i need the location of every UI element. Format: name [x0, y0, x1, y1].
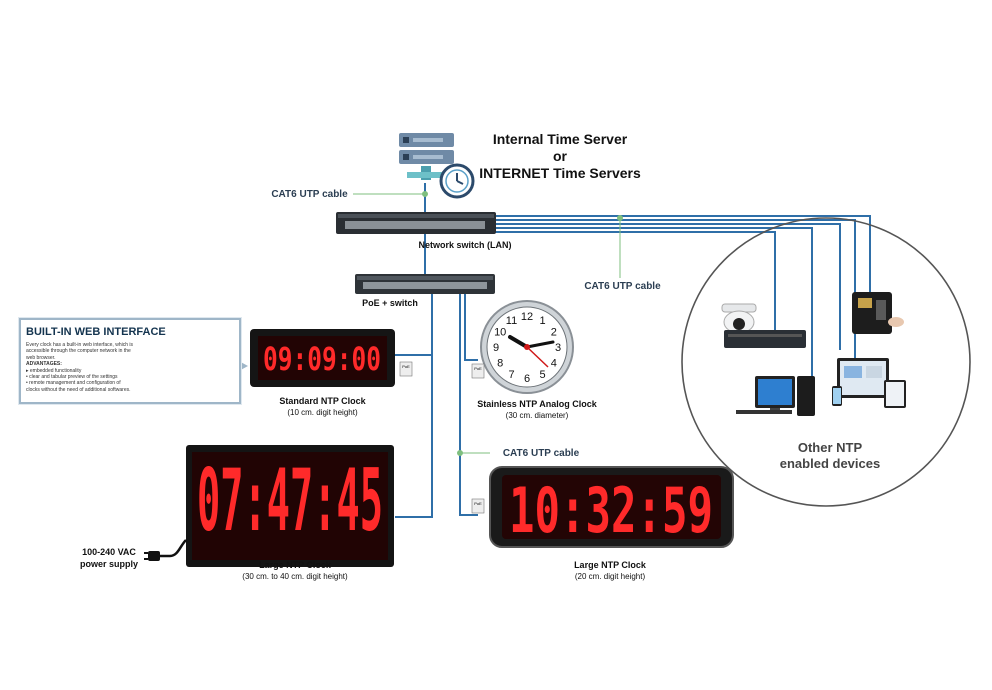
svg-text:PoE: PoE [402, 364, 410, 369]
analog-numeral-1: 1 [539, 315, 545, 327]
standard-clock-display: 09:09:00 [263, 340, 381, 378]
cables [395, 183, 871, 518]
web-interface-title: BUILT-IN WEB INTERFACE [26, 326, 166, 338]
poe-badge-standard: PoE [399, 361, 413, 377]
server-icon [399, 133, 454, 180]
callout-dot-bottom [457, 450, 463, 456]
analog-numeral-12: 12 [521, 311, 533, 323]
analog-numeral-10: 10 [494, 327, 506, 339]
analog-numeral-5: 5 [539, 369, 545, 381]
power-plug-icon [144, 539, 187, 561]
callout-dot-top [422, 191, 428, 197]
cable-switch-devices-5 [490, 231, 776, 330]
cctv-camera-icon [721, 303, 757, 334]
standard-clock-spec: (10 cm. digit height) [287, 408, 358, 417]
analog-numeral-6: 6 [524, 373, 530, 385]
web-interface-panel: BUILT-IN WEB INTERFACE Every clock has a… [19, 318, 241, 404]
power-supply-line2: power supply [79, 559, 138, 569]
svg-text:PoE: PoE [474, 366, 482, 371]
standard-clock-name: Standard NTP Clock [279, 396, 366, 406]
power-supply-line1: 100-240 VAC [82, 547, 136, 557]
server-title-line2: or [553, 148, 567, 164]
large-right-clock-name: Large NTP Clock [574, 560, 646, 570]
server-title-line1: Internal Time Server [492, 131, 628, 147]
analog-numeral-11: 11 [506, 315, 517, 327]
large-left-clock-name: Large NTP Clock [259, 560, 331, 570]
second-hand [526, 346, 549, 368]
network-switch-label: Network switch (LAN) [418, 240, 512, 250]
large-ntp-clock-left [186, 445, 394, 567]
analog-clock-spec: (30 cm. diameter) [505, 411, 569, 420]
svg-text:PoE: PoE [474, 501, 482, 506]
tablet-monitor-icons [832, 358, 906, 408]
access-control-icon [852, 292, 904, 334]
analog-clock-name: Stainless NTP Analog Clock [477, 399, 597, 409]
desktop-computer-icon [736, 376, 815, 416]
clock-icon [439, 163, 475, 199]
cat6-label-bottom: CAT6 UTP cable [502, 448, 580, 459]
other-devices-circle [681, 217, 971, 507]
cable-poe-analog [464, 292, 478, 361]
cable-switch-devices-3 [490, 223, 841, 350]
web-interface-description: Every clock has a built-in web interface… [26, 342, 133, 393]
callout-dot-right [617, 215, 623, 221]
cable-poe-large-left [395, 292, 433, 518]
server-title-line3: INTERNET Time Servers [479, 165, 641, 181]
poe-badge-analog: PoE [471, 363, 485, 379]
cable-poe-large-right [459, 292, 478, 516]
cat6-label-right: CAT6 UTP cable [584, 281, 661, 292]
minute-hand [525, 340, 555, 349]
analog-numeral-8: 8 [497, 358, 503, 370]
large-right-clock-spec: (20 cm. digit height) [574, 572, 646, 581]
poe-switch-label: PoE + switch [362, 298, 418, 308]
analog-numeral-4: 4 [551, 358, 557, 370]
analog-numeral-9: 9 [493, 342, 499, 354]
cable-switch-devices-1 [490, 215, 871, 300]
poe-switch-icon [355, 274, 495, 294]
network-switch-icon [336, 212, 496, 234]
cat6-label-top: CAT6 UTP cable [271, 189, 348, 200]
analog-numeral-7: 7 [508, 369, 514, 381]
hour-hand [508, 335, 529, 349]
standard-ntp-clock [250, 329, 395, 387]
large-ntp-clock-right [489, 466, 734, 548]
cable-switch-devices-4 [490, 227, 813, 385]
large-left-clock-display: 07:47:45 [197, 451, 383, 551]
large-left-clock-spec: (30 cm. to 40 cm. digit height) [242, 572, 348, 581]
poe-badge-large-right: PoE [471, 498, 485, 514]
devices-label-line1: Other NTP [797, 440, 863, 455]
nvr-recorder-icon [724, 330, 806, 348]
analog-numeral-3: 3 [555, 342, 561, 354]
analog-numeral-2: 2 [551, 327, 557, 339]
large-right-clock-display: 10:32:59 [509, 474, 713, 547]
devices-label-line2: enabled devices [779, 456, 881, 471]
